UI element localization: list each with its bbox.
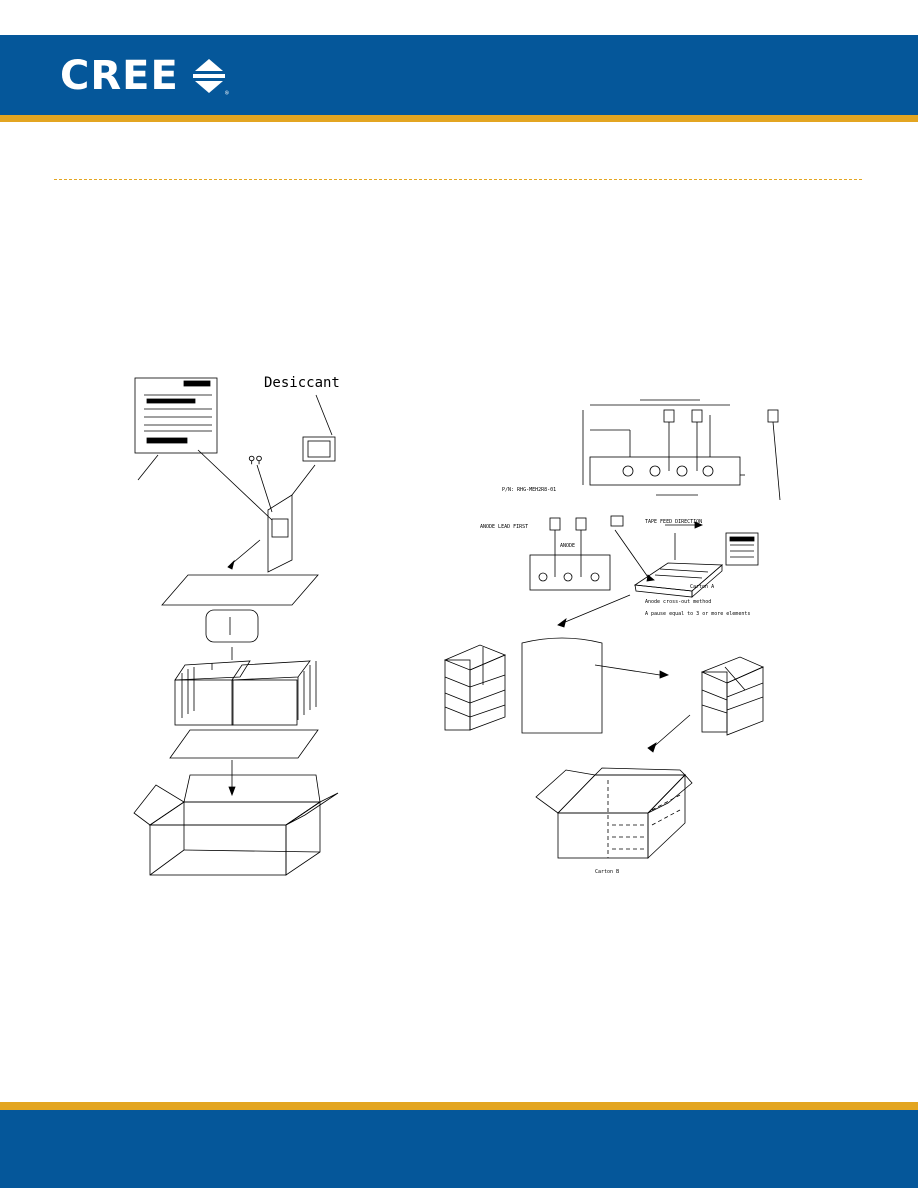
svg-text:⚲⚲: ⚲⚲ (248, 455, 263, 466)
cardboard-sheet-top (161, 574, 319, 606)
tape-dimension-drawing (582, 399, 781, 501)
outer-carton (133, 774, 339, 876)
moisture-barrier-bag (267, 494, 293, 573)
carton-label (725, 532, 759, 566)
reel (205, 609, 259, 643)
pause-note-label: A pause equal to 3 or more elements (645, 611, 750, 617)
label-sheet (134, 377, 218, 454)
tape-packaging-diagram: P/N: RHG-MEH2R8-01 TAPE FEED DIRECTION A… (443, 399, 781, 875)
desiccant-pack (302, 436, 336, 462)
anode-first-label: ANODE LEAD FIRST (480, 524, 528, 530)
logo-text: CREE (60, 53, 179, 99)
carton-a (633, 562, 724, 598)
footer-bar (0, 1110, 918, 1188)
desiccant-label: Desiccant (264, 375, 340, 391)
part-number-label: P/N: RHG-MEH2R8-01 (502, 487, 556, 493)
carton-a-stack (443, 644, 507, 731)
section-divider (54, 179, 862, 180)
anode-label: ANODE (560, 543, 575, 549)
footer-accent-stripe (0, 1102, 918, 1110)
header-accent-stripe (0, 115, 918, 122)
carton-b-label: Carton B (595, 869, 619, 875)
shielding-bag (521, 637, 603, 734)
tape-feed-label: TAPE FEED DIRECTION (645, 519, 702, 525)
taped-carton-stack (700, 656, 764, 736)
carton-a-label: Carton A (690, 584, 714, 590)
cree-chevron-icon: ® (192, 59, 229, 97)
cardboard-sheet-bottom (169, 729, 319, 759)
cree-logo: CREE ® (60, 55, 231, 97)
bulk-packaging-diagram: ⚲⚲ (133, 375, 340, 876)
registered-mark: ® (225, 90, 229, 97)
anode-tape-strip (529, 517, 611, 591)
anode-method-label: Anode cross-out method (645, 599, 711, 605)
header-bar: CREE ® (0, 35, 918, 115)
inner-box-stack (174, 660, 317, 726)
carton-b (535, 767, 693, 859)
